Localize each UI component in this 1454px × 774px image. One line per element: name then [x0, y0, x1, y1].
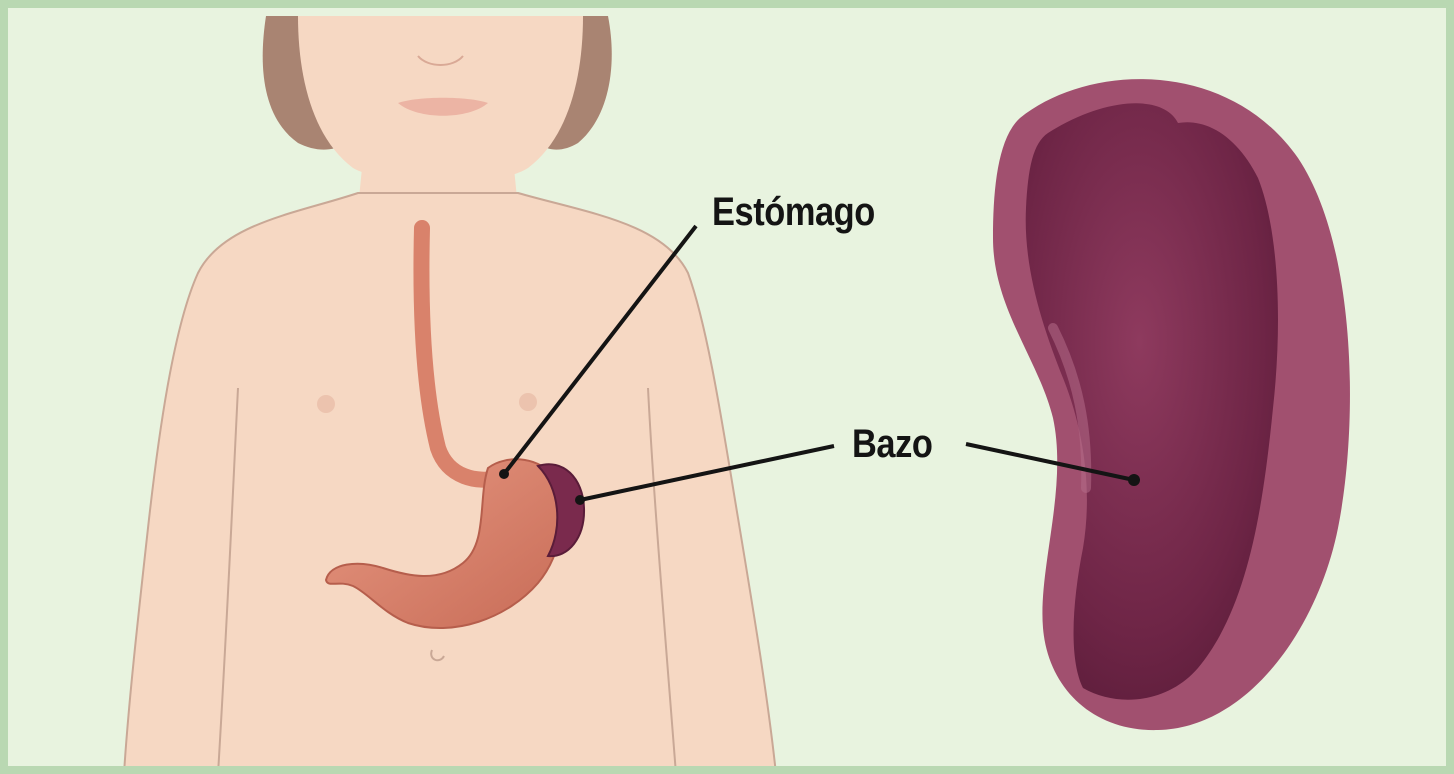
- right-nipple: [519, 393, 537, 411]
- small-spleen-leader-dot: [575, 495, 585, 505]
- large-spleen-leader-dot: [1128, 474, 1140, 486]
- child-figure: [124, 16, 776, 774]
- large-spleen: [993, 79, 1350, 730]
- left-nipple: [317, 395, 335, 413]
- stomach-label: Estómago: [712, 190, 875, 235]
- spleen-label: Bazo: [852, 422, 932, 467]
- stomach-leader-dot: [499, 469, 509, 479]
- anatomy-illustration: [8, 8, 1454, 774]
- child-torso: [124, 193, 776, 774]
